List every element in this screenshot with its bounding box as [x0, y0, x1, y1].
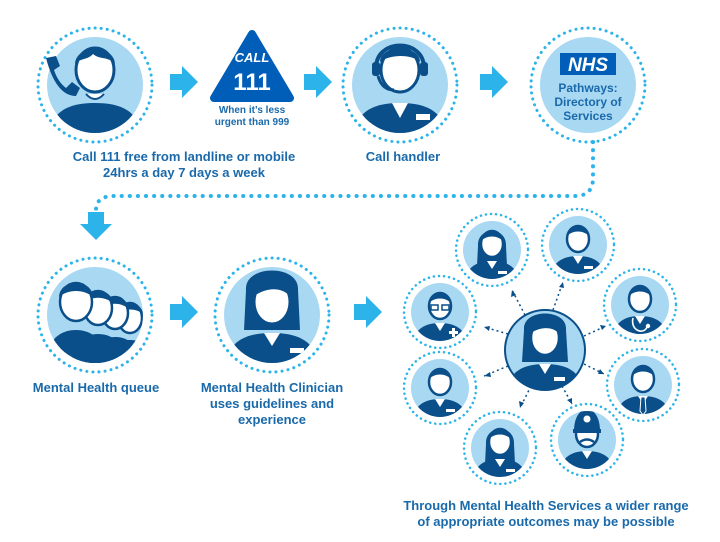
outcome-node	[605, 347, 681, 423]
outcome-center-node	[504, 309, 586, 391]
caller-label-line2: 24hrs a day 7 days a week	[103, 165, 266, 180]
arrow-down-icon	[80, 212, 112, 240]
arrow-icon	[354, 296, 382, 328]
nhs-logo-text: NHS	[568, 55, 608, 76]
outcomes-label-line2: of appropriate outcomes may be possible	[417, 514, 674, 529]
outcome-node	[454, 212, 530, 288]
nhs-line1: Pathways:	[558, 81, 617, 95]
outcome-node	[402, 350, 478, 426]
clinician-label-line1: Mental Health Clinician	[201, 380, 343, 395]
clinician-node	[213, 256, 331, 374]
call-word: CALL	[235, 50, 270, 65]
call-handler-label: Call handler	[366, 149, 440, 164]
queue-label: Mental Health queue	[33, 380, 159, 395]
outcome-satellites	[402, 207, 681, 486]
call-handler-node	[341, 26, 459, 144]
call-111-sign: CALL 111 When it’s less urgent than 999	[210, 30, 294, 128]
nhs-line2: Directory of	[554, 95, 622, 109]
clinician-label-line2: uses guidelines and	[210, 396, 334, 411]
caller-node	[36, 26, 154, 144]
outcome-node	[402, 274, 478, 350]
call-111-note-line1: When it’s less	[219, 105, 286, 116]
arrow-icon	[170, 66, 198, 98]
arrow-icon	[480, 66, 508, 98]
caller-label-line1: Call 111 free from landline or mobile	[73, 149, 296, 164]
female-nurse-icon	[472, 427, 528, 477]
outcome-node	[540, 207, 616, 283]
mental-health-queue-node	[36, 256, 154, 374]
arrow-icon	[170, 296, 198, 328]
outcome-node	[462, 410, 538, 486]
nhs-logo-box	[560, 53, 616, 75]
nhs-pathways-node: NHS Pathways: Directory of Services	[529, 26, 647, 144]
nhs-line3: Services	[563, 109, 613, 123]
arrow-icon	[304, 66, 332, 98]
call-111-note-line2: urgent than 999	[215, 117, 290, 128]
clinician-label-line3: experience	[238, 412, 306, 427]
outcome-connectors	[483, 281, 607, 409]
outcome-node	[602, 267, 678, 343]
outcomes-label-line1: Through Mental Health Services a wider r…	[403, 498, 688, 513]
outcome-node	[549, 402, 625, 478]
call-number: 111	[233, 69, 270, 96]
